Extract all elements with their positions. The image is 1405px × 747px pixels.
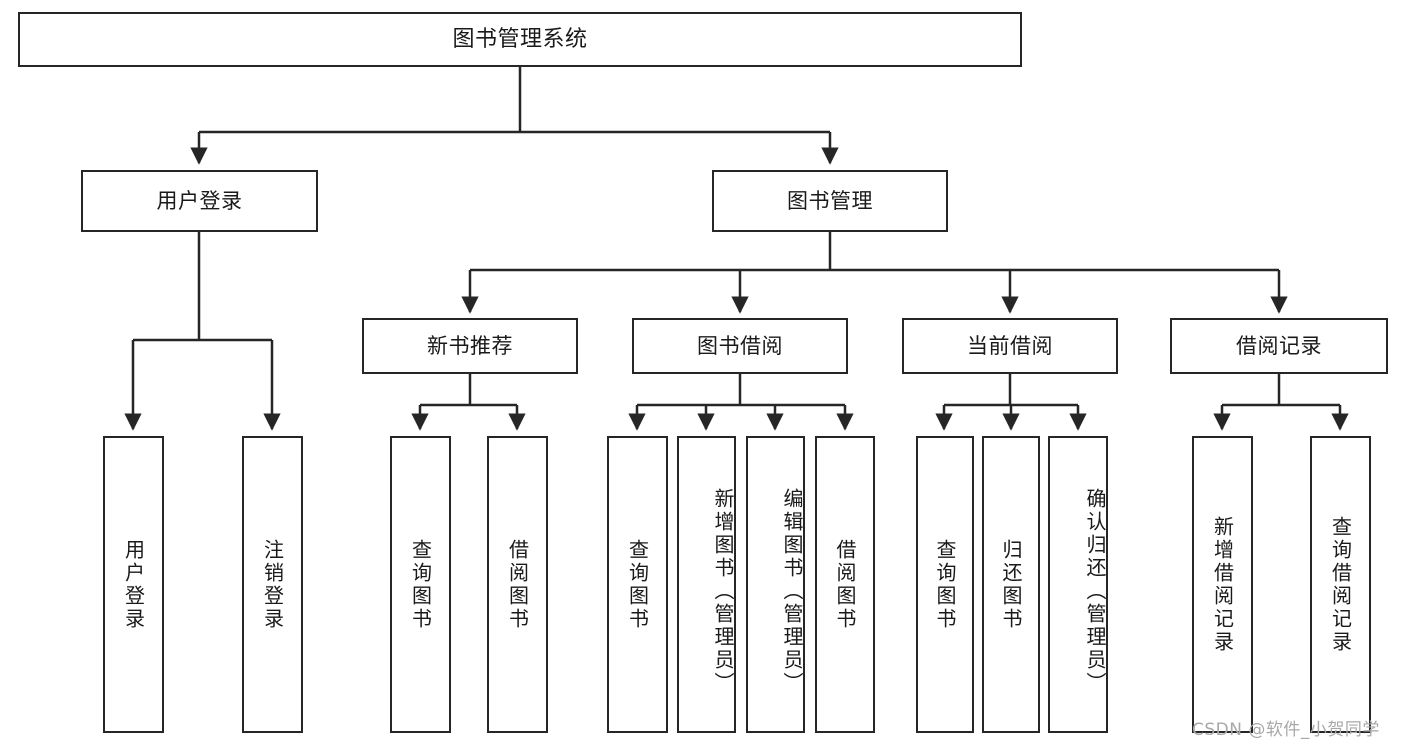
node-borrow-record-label: 借阅记录 <box>1236 333 1322 358</box>
leaf-user-login[interactable]: 用户登录 <box>103 436 164 733</box>
node-current-borrow[interactable]: 当前借阅 <box>902 318 1118 374</box>
node-book-management-label: 图书管理 <box>787 188 873 213</box>
leaf-add-book-label: 新增图书（管理员） <box>711 488 735 695</box>
node-new-book-recommend[interactable]: 新书推荐 <box>362 318 578 374</box>
leaf-logout[interactable]: 注销登录 <box>242 436 303 733</box>
leaf-query-borrow-record[interactable]: 查询借阅记录 <box>1310 436 1371 733</box>
leaf-confirm-return-label: 确认归还（管理员） <box>1083 488 1107 695</box>
leaf-query-book-borrow[interactable]: 查询图书 <box>607 436 668 733</box>
leaf-confirm-return[interactable]: 确认归还（管理员） <box>1048 436 1108 733</box>
leaf-query-book-current[interactable]: 查询图书 <box>916 436 974 733</box>
node-root-system-label: 图书管理系统 <box>452 26 588 52</box>
leaf-borrow-book[interactable]: 借阅图书 <box>815 436 875 733</box>
leaf-borrow-book-recommend-label: 借阅图书 <box>505 538 530 631</box>
leaf-edit-book-label: 编辑图书（管理员） <box>780 488 804 695</box>
leaf-query-borrow-record-label: 查询借阅记录 <box>1328 515 1353 654</box>
leaf-return-book-label: 归还图书 <box>999 538 1023 631</box>
node-user-login-label: 用户登录 <box>156 188 243 213</box>
node-new-book-recommend-label: 新书推荐 <box>427 333 513 358</box>
csdn-watermark: CSDN @软件_小贺同学 <box>1192 720 1380 740</box>
leaf-query-book-current-label: 查询图书 <box>933 538 957 631</box>
leaf-borrow-book-label: 借阅图书 <box>833 538 857 631</box>
node-user-login[interactable]: 用户登录 <box>81 170 318 232</box>
leaf-query-book-recommend[interactable]: 查询图书 <box>390 436 451 733</box>
leaf-user-login-label: 用户登录 <box>121 538 146 631</box>
node-book-management[interactable]: 图书管理 <box>712 170 948 232</box>
node-borrow-record[interactable]: 借阅记录 <box>1170 318 1388 374</box>
node-current-borrow-label: 当前借阅 <box>967 333 1053 358</box>
node-root-system[interactable]: 图书管理系统 <box>18 12 1022 67</box>
leaf-return-book[interactable]: 归还图书 <box>982 436 1040 733</box>
leaf-borrow-book-recommend[interactable]: 借阅图书 <box>487 436 548 733</box>
node-book-borrow-label: 图书借阅 <box>697 333 783 358</box>
leaf-add-book[interactable]: 新增图书（管理员） <box>677 436 736 733</box>
leaf-logout-label: 注销登录 <box>260 538 285 631</box>
leaf-query-book-recommend-label: 查询图书 <box>408 538 433 631</box>
node-book-borrow[interactable]: 图书借阅 <box>632 318 848 374</box>
leaf-add-borrow-record-label: 新增借阅记录 <box>1210 515 1235 654</box>
leaf-edit-book[interactable]: 编辑图书（管理员） <box>746 436 805 733</box>
leaf-add-borrow-record[interactable]: 新增借阅记录 <box>1192 436 1253 733</box>
leaf-query-book-borrow-label: 查询图书 <box>625 538 650 631</box>
